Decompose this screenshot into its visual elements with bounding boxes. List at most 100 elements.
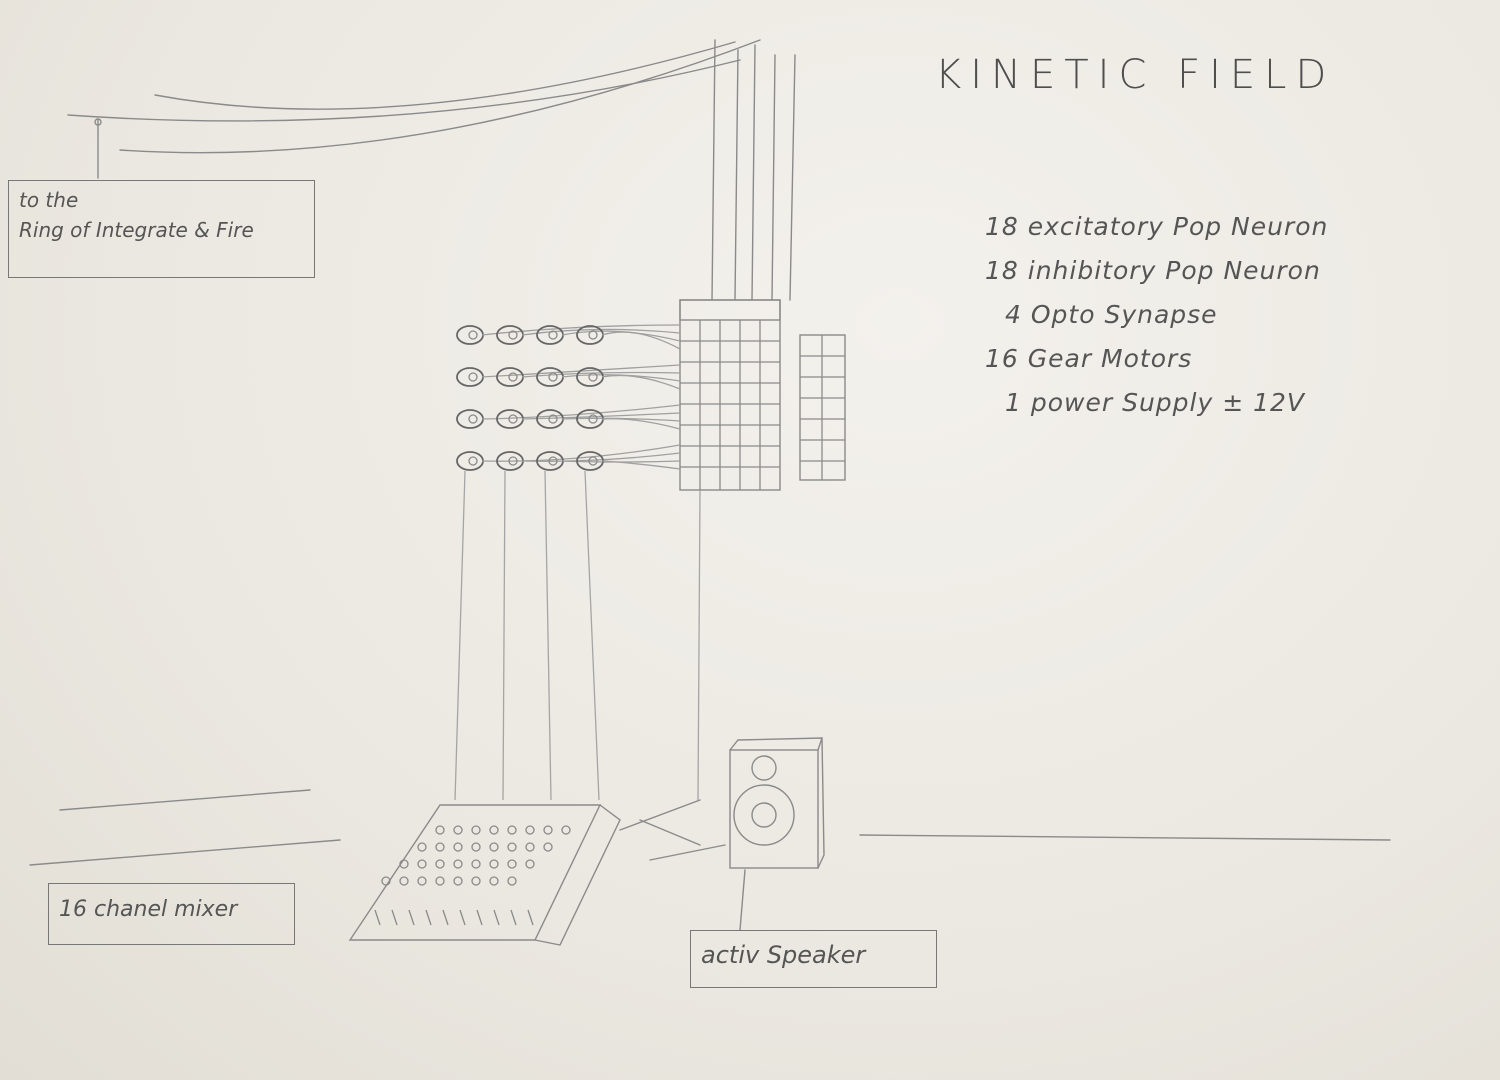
mixer-cable — [454, 470, 466, 801]
mixer-fader — [408, 909, 415, 926]
mixer-fader — [527, 909, 534, 926]
mixer-fader — [459, 909, 466, 926]
mixer-knob — [489, 825, 499, 835]
mixer-knob — [471, 859, 481, 869]
mixer-knob — [435, 876, 445, 886]
mixer-fader — [476, 909, 483, 926]
mixer-fader — [391, 909, 398, 926]
mixer-knob — [489, 876, 499, 886]
mixer-knob — [453, 876, 463, 886]
component-item: 18 inhibitory Pop Neuron — [985, 256, 1321, 285]
mixer-knob — [507, 825, 517, 835]
gear-motor — [496, 325, 524, 345]
overhead-cable — [119, 39, 761, 154]
mixer-fader — [510, 909, 517, 926]
mixer-knob — [507, 842, 517, 852]
mixer-cable — [544, 470, 552, 801]
gear-motor-axle — [588, 372, 598, 382]
component-item: 4 Opto Synapse — [1005, 300, 1218, 329]
mixer-knob — [399, 876, 409, 886]
component-item: 18 excitatory Pop Neuron — [985, 212, 1329, 241]
speaker-label-box: activ Speaker — [690, 930, 937, 988]
floor-line — [859, 834, 1391, 841]
gear-motor — [456, 325, 484, 345]
speaker-tweeter — [751, 755, 777, 781]
mixer-knob — [435, 842, 445, 852]
mixer-knob — [543, 842, 553, 852]
motor-cable — [601, 460, 681, 470]
mixer-knob — [471, 876, 481, 886]
hanging-string — [751, 44, 756, 301]
mixer-knob — [543, 825, 553, 835]
motor-cable — [481, 444, 681, 462]
gear-motor — [496, 367, 524, 387]
gear-motor-axle — [548, 330, 558, 340]
speaker-woofer — [733, 784, 795, 846]
neuron-rack-panel — [679, 299, 781, 491]
gear-motor-axle — [508, 372, 518, 382]
gear-motor-axle — [508, 414, 518, 424]
mixer-knob — [525, 859, 535, 869]
gear-motor-axle — [548, 372, 558, 382]
mixer-fader — [442, 909, 449, 926]
mixer-knob — [507, 859, 517, 869]
sketch-title: KINETIC FIELD — [935, 52, 1336, 98]
motor-cable — [521, 452, 681, 462]
overhead-cable — [154, 41, 736, 110]
mixer-knob — [381, 876, 391, 886]
mixer-knob — [471, 842, 481, 852]
mixer-knob — [525, 825, 535, 835]
gear-motor-axle — [548, 414, 558, 424]
mixer-knob — [435, 859, 445, 869]
ring-label-line1: to the — [19, 188, 79, 212]
mixer-knob — [489, 859, 499, 869]
hanging-string — [734, 49, 739, 301]
speaker-pointer — [739, 869, 746, 931]
mixer-knob — [453, 859, 463, 869]
gear-motor — [456, 367, 484, 387]
mixer-cable — [584, 470, 600, 801]
motor-cable — [601, 374, 681, 390]
mixer-cable — [502, 470, 506, 801]
mixer-knob — [471, 825, 481, 835]
mixer-knob — [417, 876, 427, 886]
mixer-knob — [435, 825, 445, 835]
motor-cable — [601, 331, 681, 350]
hanging-string — [711, 39, 716, 301]
hanging-string — [789, 54, 796, 301]
gear-motor-axle — [548, 456, 558, 466]
motor-cable — [601, 418, 681, 430]
gear-motor — [576, 325, 604, 345]
mixer-fader — [374, 909, 381, 926]
motor-cable — [481, 364, 681, 378]
mixer-knob — [417, 859, 427, 869]
gear-motor-axle — [468, 372, 478, 382]
speaker-box — [729, 749, 819, 869]
overhead-cable — [67, 59, 741, 122]
mixer-knob — [507, 876, 517, 886]
hanging-string — [771, 54, 776, 301]
gear-motor-axle — [588, 456, 598, 466]
motor-cable — [521, 328, 681, 336]
motor-cable — [521, 371, 681, 378]
gear-motor-axle — [468, 456, 478, 466]
mixer-knob — [489, 842, 499, 852]
mixer-knob — [453, 842, 463, 852]
mixer-knob — [453, 825, 463, 835]
gear-motor-axle — [468, 414, 478, 424]
mixer-knob — [525, 842, 535, 852]
gear-motor — [536, 367, 564, 387]
gear-motor-axle — [508, 456, 518, 466]
gear-motor-axle — [508, 330, 518, 340]
motor-cable — [481, 324, 681, 336]
gear-motor-axle — [468, 330, 478, 340]
gear-motor — [456, 451, 484, 471]
speaker-cable — [697, 489, 701, 801]
component-item: 16 Gear Motors — [985, 344, 1193, 373]
mixer-label-box: 16 chanel mixer — [48, 883, 295, 945]
component-item: 1 power Supply ± 12V — [1005, 388, 1306, 417]
ring-label-line2: Ring of Integrate & Fire — [19, 218, 254, 242]
mixer-knob — [561, 825, 571, 835]
mixer-fader — [493, 909, 500, 926]
